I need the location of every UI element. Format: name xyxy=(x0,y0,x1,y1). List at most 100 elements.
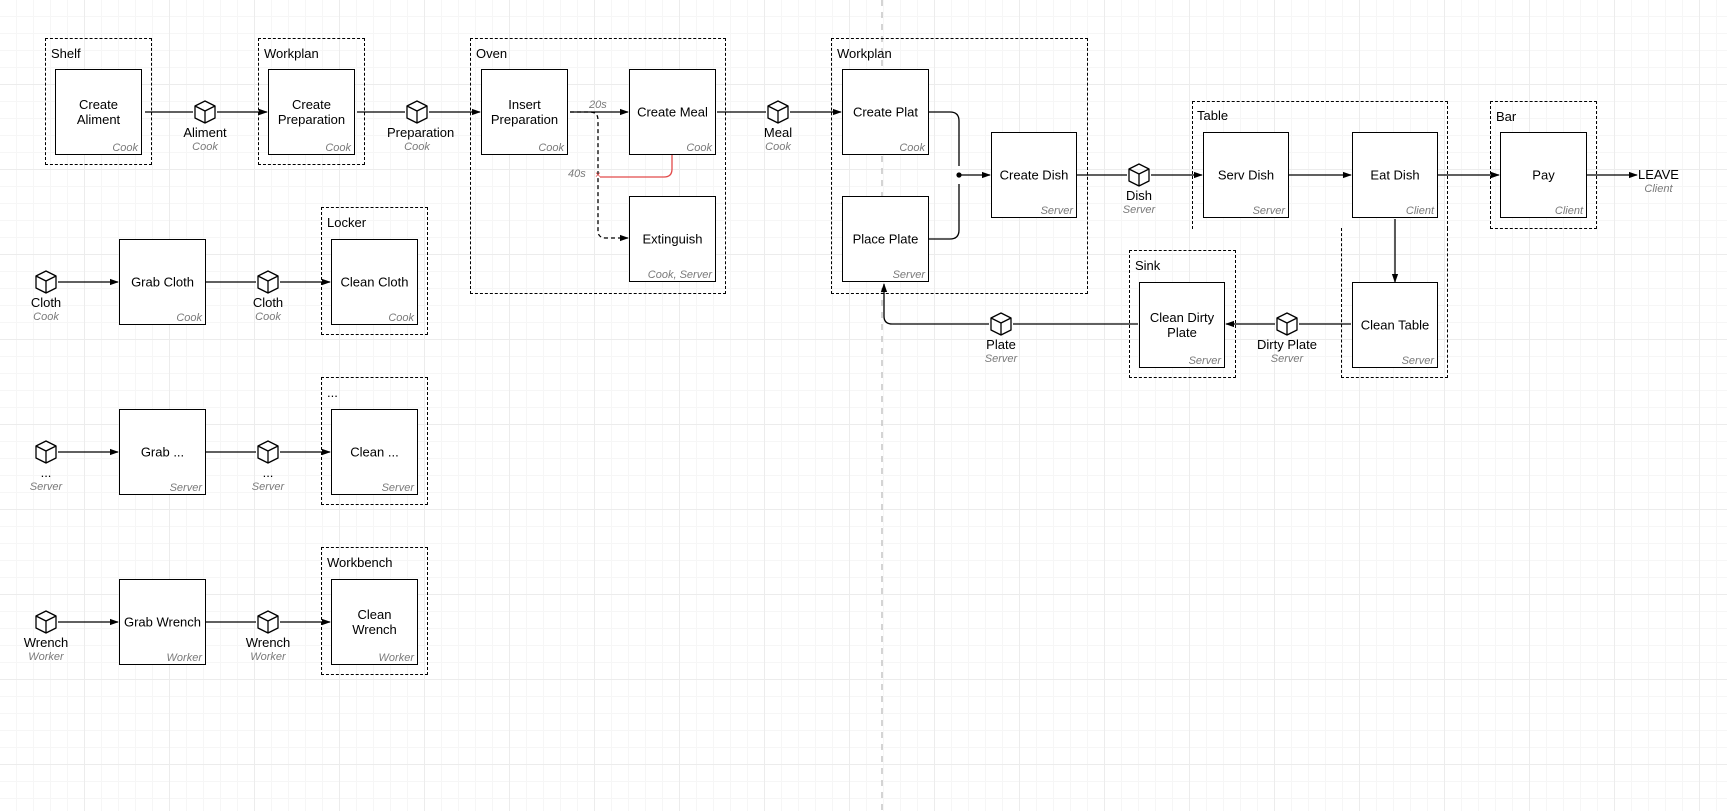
container-bar[interactable]: Bar xyxy=(1490,101,1597,229)
box-label: Clean Table xyxy=(1360,317,1430,333)
cube-icon xyxy=(990,312,1012,336)
token-label: Cloth xyxy=(252,295,284,310)
container-label: Table xyxy=(1197,108,1229,123)
box-pay[interactable]: Pay Client xyxy=(1500,132,1587,218)
token-role: Worker xyxy=(250,651,286,663)
container-workbench[interactable]: Workbench xyxy=(321,547,428,675)
terminal-label: LEAVE xyxy=(1638,167,1679,182)
box-role: Server xyxy=(1040,205,1073,217)
token-aliment[interactable]: Aliment Cook xyxy=(175,99,235,154)
container-table[interactable] xyxy=(1192,101,1448,229)
box-create-dish[interactable]: Create Dish Server xyxy=(991,132,1077,218)
box-role: Cook xyxy=(538,142,564,154)
container-label: Locker xyxy=(327,215,367,230)
token-role: Server xyxy=(1270,353,1304,365)
container-generic[interactable]: ... xyxy=(321,377,428,505)
cube-icon xyxy=(1276,312,1298,336)
token-generic-source[interactable]: ... Server xyxy=(16,439,76,494)
box-role: Worker xyxy=(166,652,202,664)
box-role: Server xyxy=(1401,355,1434,367)
box-label: Clean Dirty Plate xyxy=(1149,310,1215,340)
token-preparation[interactable]: Preparation Cook xyxy=(387,99,454,154)
token-role: Server xyxy=(251,481,285,493)
box-create-aliment[interactable]: Create Aliment Cook xyxy=(55,69,142,155)
container-oven[interactable]: Oven xyxy=(470,38,726,294)
token-role: Worker xyxy=(28,651,64,663)
box-grab-cloth[interactable]: Grab Cloth Cook xyxy=(119,239,206,325)
box-label: Create Plat xyxy=(852,104,919,120)
box-clean-cloth[interactable]: Clean Cloth Cook xyxy=(331,239,418,325)
token-label: Aliment xyxy=(183,125,227,140)
token-wrench[interactable]: Wrench Worker xyxy=(238,609,298,664)
container-label: ... xyxy=(327,385,338,400)
box-serv-dish[interactable]: Serv Dish Server xyxy=(1203,132,1289,218)
terminal-leave[interactable]: LEAVE Client xyxy=(1638,167,1679,196)
token-cloth[interactable]: Cloth Cook xyxy=(238,269,298,324)
container-table-lower xyxy=(1341,228,1448,378)
box-grab-wrench[interactable]: Grab Wrench Worker xyxy=(119,579,206,665)
box-role: Cook xyxy=(686,142,712,154)
token-dish[interactable]: Dish Server xyxy=(1109,162,1169,217)
container-workplan-prep[interactable]: Workplan xyxy=(258,38,365,165)
token-label: ... xyxy=(40,465,52,480)
box-label: Pay xyxy=(1532,167,1555,183)
box-clean-table[interactable]: Clean Table Server xyxy=(1352,282,1438,368)
box-extinguish[interactable]: Extinguish Cook, Server xyxy=(629,196,716,282)
cube-icon xyxy=(35,610,57,634)
token-role: Cook xyxy=(765,141,791,153)
box-label: Clean Cloth xyxy=(340,274,409,290)
box-create-preparation[interactable]: Create Preparation Cook xyxy=(268,69,355,155)
cube-icon xyxy=(35,270,57,294)
token-meal[interactable]: Meal Cook xyxy=(748,99,808,154)
container-locker[interactable]: Locker xyxy=(321,207,428,335)
box-create-meal[interactable]: Create Meal Cook xyxy=(629,69,716,155)
box-role: Server xyxy=(1252,205,1285,217)
box-label: Eat Dish xyxy=(1370,167,1420,183)
cube-icon xyxy=(406,100,428,124)
box-label: Grab Cloth xyxy=(131,274,194,290)
token-role: Cook xyxy=(255,311,281,323)
box-role: Server xyxy=(1188,355,1221,367)
box-eat-dish[interactable]: Eat Dish Client xyxy=(1352,132,1438,218)
box-role: Client xyxy=(1554,205,1583,217)
token-role: Server xyxy=(1122,204,1156,216)
token-generic[interactable]: ... Server xyxy=(238,439,298,494)
container-sink[interactable]: Sink xyxy=(1129,250,1236,378)
box-clean-dirty-plate[interactable]: Clean Dirty Plate Server xyxy=(1139,282,1225,368)
cube-icon xyxy=(194,100,216,124)
box-label: Insert Preparation xyxy=(490,97,559,127)
box-role: Server xyxy=(169,482,202,494)
cube-icon xyxy=(257,610,279,634)
box-label: Grab Wrench xyxy=(123,614,202,630)
token-label: ... xyxy=(262,465,274,480)
terminal-role: Client xyxy=(1644,183,1673,195)
box-clean-generic[interactable]: Clean ... Server xyxy=(331,409,418,495)
cube-icon xyxy=(35,440,57,464)
timer-20s: 20s xyxy=(589,99,607,111)
box-role: Cook xyxy=(899,142,925,154)
box-grab-generic[interactable]: Grab ... Server xyxy=(119,409,206,495)
box-label: Clean Wrench xyxy=(352,607,397,637)
box-label: Serv Dish xyxy=(1217,167,1275,183)
token-plate[interactable]: Plate Server xyxy=(971,311,1031,366)
box-clean-wrench[interactable]: Clean Wrench Worker xyxy=(331,579,418,665)
token-role: Server xyxy=(29,481,63,493)
box-place-plate[interactable]: Place Plate Server xyxy=(842,196,929,282)
token-role: Server xyxy=(984,353,1018,365)
token-dirty-plate[interactable]: Dirty Plate Server xyxy=(1257,311,1317,366)
container-shelf[interactable]: Shelf xyxy=(45,38,152,165)
token-cloth-source[interactable]: Cloth Cook xyxy=(16,269,76,324)
box-label: Create Preparation xyxy=(277,97,346,127)
box-create-plat[interactable]: Create Plat Cook xyxy=(842,69,929,155)
token-label: Cloth xyxy=(30,295,62,310)
box-role: Server xyxy=(892,269,925,281)
token-wrench-source[interactable]: Wrench Worker xyxy=(16,609,76,664)
token-role: Cook xyxy=(192,141,218,153)
box-role: Cook xyxy=(388,312,414,324)
box-role: Worker xyxy=(378,652,414,664)
box-insert-preparation[interactable]: Insert Preparation Cook xyxy=(481,69,568,155)
container-workplan-dish[interactable]: Workplan xyxy=(831,38,1088,294)
token-label: Dish xyxy=(1125,188,1152,203)
box-role: Client xyxy=(1405,205,1434,217)
